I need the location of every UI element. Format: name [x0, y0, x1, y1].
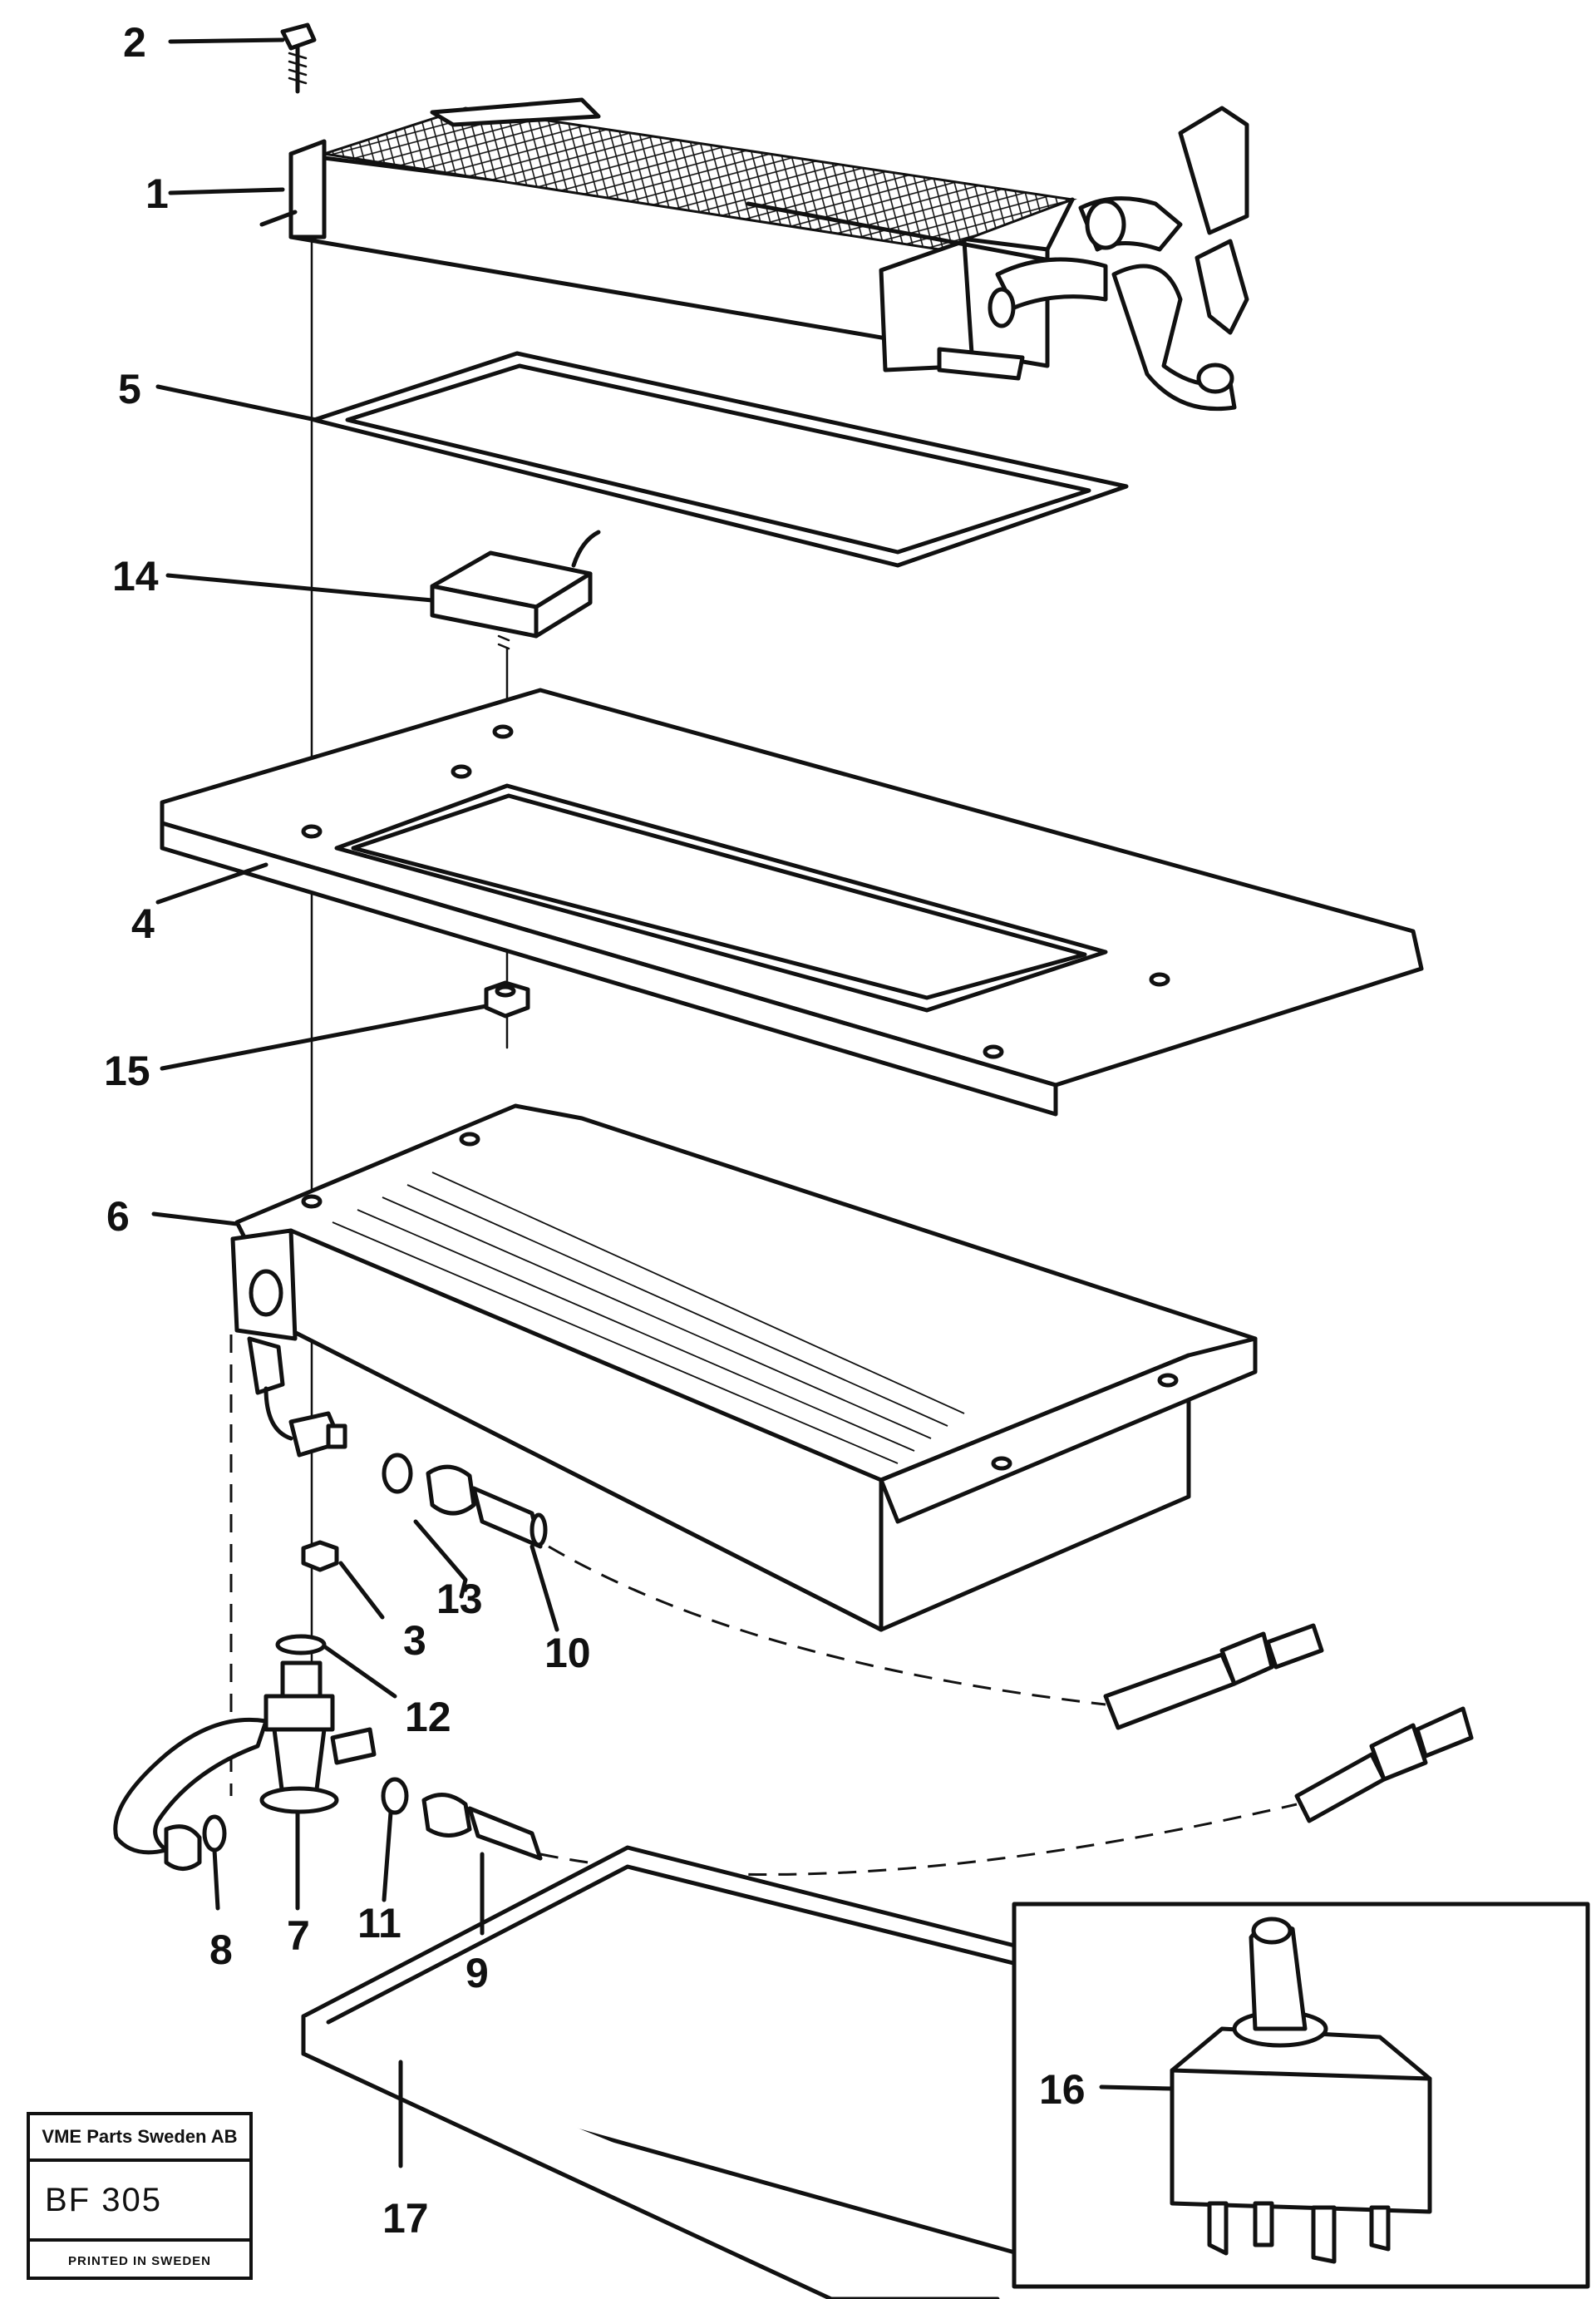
callout-4: 4 — [131, 900, 155, 947]
callout-8: 8 — [209, 1927, 233, 1973]
leader-10 — [530, 1544, 559, 1632]
part-3-nut — [301, 1540, 339, 1572]
callout-16: 16 — [1039, 2066, 1086, 2113]
callout-9: 9 — [466, 1950, 489, 1996]
part-16-toggle-switch-inset — [1012, 1902, 1590, 2289]
part-2-screw — [280, 22, 317, 94]
leader-3 — [338, 1561, 385, 1620]
dashed-hose-upper — [548, 1545, 1106, 1706]
leader-lines — [151, 37, 1175, 2168]
leader-16 — [1099, 2084, 1175, 2091]
callout-6: 6 — [106, 1193, 130, 1240]
part-17-drip-tray — [301, 1845, 1050, 2299]
leader-5 — [155, 384, 318, 422]
callout-13: 13 — [436, 1576, 483, 1622]
callout-1: 1 — [145, 170, 169, 217]
callout-5: 5 — [118, 366, 141, 412]
part-6-heater-housing — [230, 1103, 1258, 1632]
part-8-pipe-loop — [113, 1717, 268, 1871]
leader-6 — [151, 1211, 239, 1226]
hose-end-fitting-upper — [1103, 1623, 1324, 1730]
dashed-hose-lower — [539, 1803, 1298, 1876]
leader-14 — [165, 573, 435, 603]
title-stamp: VME Parts Sweden AB BF 305 PRINTED IN SW… — [27, 2112, 253, 2280]
callout-7: 7 — [287, 1912, 310, 1959]
callout-15: 15 — [104, 1048, 150, 1094]
hose-end-fitting-lower — [1294, 1706, 1474, 1823]
callout-11: 11 — [357, 1900, 401, 1946]
part-7-valve — [259, 1634, 377, 1814]
part-14-switch-box — [430, 530, 601, 650]
part-5-gasket — [312, 351, 1129, 568]
callout-10: 10 — [544, 1630, 591, 1676]
stamp-code: BF 305 — [30, 2162, 249, 2242]
leader-13 — [413, 1519, 468, 1599]
leader-11 — [382, 1810, 393, 1902]
stamp-company: VME Parts Sweden AB — [30, 2115, 249, 2162]
part-11-9-hose-fitting — [381, 1777, 543, 1861]
leader-12 — [322, 1644, 397, 1699]
leader-15 — [160, 1004, 489, 1071]
callout-3: 3 — [403, 1617, 426, 1664]
part-1-heater-core — [259, 97, 1249, 412]
callout-12: 12 — [405, 1694, 451, 1740]
leader-1 — [168, 187, 285, 195]
leader-8 — [212, 1848, 220, 1911]
leader-4 — [155, 862, 268, 905]
leader-2 — [168, 37, 285, 44]
callout-2: 2 — [123, 19, 146, 66]
part-10-hose-fitting — [288, 1411, 548, 1549]
callout-17: 17 — [382, 2195, 429, 2242]
part-4-mounting-plate — [160, 688, 1424, 1117]
stamp-printed: PRINTED IN SWEDEN — [67, 2253, 211, 2268]
callout-14: 14 — [112, 553, 159, 599]
part-15-nut — [484, 980, 530, 1019]
